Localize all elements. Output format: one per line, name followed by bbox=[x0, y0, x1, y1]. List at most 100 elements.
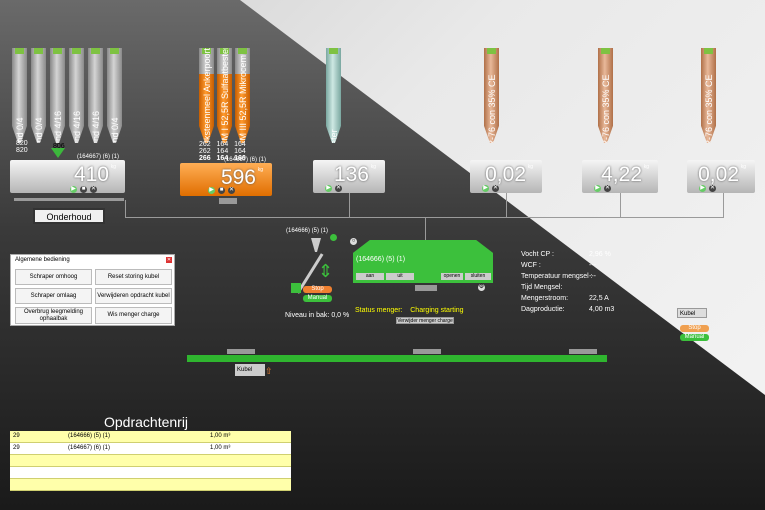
stat-value: 2,96 % bbox=[589, 251, 611, 258]
close-icon[interactable]: ✕ bbox=[604, 185, 611, 192]
silo-status-tag bbox=[329, 48, 338, 54]
play-icon[interactable]: ▶ bbox=[699, 185, 706, 192]
clear-mixer-charge-button[interactable]: Wis menger charge bbox=[95, 307, 172, 324]
silo-aggregate-3[interactable]: Grind 4/16 bbox=[50, 48, 65, 143]
kubel-car-label: Kubel bbox=[237, 367, 253, 373]
table-row[interactable]: 29(164666) (5) (1)1,00 m³ bbox=[10, 431, 291, 443]
aggregate-value-a: 820 bbox=[16, 140, 28, 147]
close-icon[interactable]: ✕ bbox=[228, 187, 235, 194]
silo-status-tag bbox=[110, 48, 119, 54]
cement-weigher-display[interactable]: (164667) (6) (1) 596 kg ▶ ■ ✕ bbox=[180, 157, 272, 196]
cement-value: 262 bbox=[199, 148, 211, 155]
skip-hopper-icon bbox=[311, 238, 321, 252]
silo-aggregate-6[interactable]: Zand 0/4 bbox=[107, 48, 122, 143]
kubel-stop-button[interactable]: Stop bbox=[680, 325, 709, 332]
cement-valve[interactable] bbox=[219, 198, 237, 204]
additive-1-unit: kg bbox=[527, 164, 533, 170]
silo-empty-part bbox=[235, 48, 250, 74]
track-marker bbox=[413, 349, 441, 354]
kubel-car[interactable]: Kubel bbox=[235, 364, 265, 376]
additive-1-value: 0,02 bbox=[485, 163, 526, 186]
mixer-on-button[interactable]: aan bbox=[356, 273, 384, 280]
skip-status-icon bbox=[330, 234, 337, 241]
reset-kubel-button[interactable]: Reset storing kubel bbox=[95, 269, 172, 285]
silo-cement-3[interactable]: CEM III 52,5R Mikrocem bbox=[235, 48, 250, 143]
pipe bbox=[723, 193, 724, 217]
onderhoud-button[interactable]: Onderhoud bbox=[33, 208, 105, 224]
kubel-track bbox=[187, 355, 607, 362]
water-weigher-unit: kg bbox=[370, 164, 376, 170]
silo-additive-1[interactable]: HR-76 con 35% CE bbox=[484, 48, 499, 143]
remove-kubel-order-button[interactable]: Verwijderen opdracht kubel bbox=[95, 288, 172, 304]
skip-bucket[interactable] bbox=[291, 283, 301, 293]
water-weigher-value: 136 bbox=[333, 163, 369, 186]
close-icon[interactable]: ✕ bbox=[492, 185, 499, 192]
skip-level-value: 0,0 % bbox=[331, 312, 350, 319]
silo-empty-part bbox=[199, 48, 214, 74]
stat-value: 22,5 A bbox=[589, 295, 609, 302]
table-row[interactable] bbox=[10, 455, 291, 467]
cement-value: 164 bbox=[216, 155, 229, 162]
kubel-manual-button[interactable]: Manual bbox=[680, 334, 709, 341]
silo-cement-1[interactable]: Kalksteenmeel Ankerpoort bbox=[199, 48, 214, 143]
stop-icon[interactable]: ■ bbox=[80, 186, 87, 193]
silo-aggregate-4[interactable]: Grind 4/16 bbox=[69, 48, 84, 143]
scraper-down-button[interactable]: Schraper omlaag bbox=[15, 288, 92, 304]
additive-2-display[interactable]: 4,22 kg ▶ ✕ bbox=[582, 160, 658, 193]
skip-stop-button[interactable]: Stop bbox=[303, 286, 332, 293]
table-row[interactable]: 29(164667) (6) (1)1,00 m³ bbox=[10, 443, 291, 455]
silo-status-tag bbox=[34, 48, 43, 54]
additive-1-display[interactable]: 0,02 kg ▶ ✕ bbox=[470, 160, 542, 193]
skip-manual-button[interactable]: Manual bbox=[303, 295, 332, 302]
pipe-right bbox=[425, 217, 724, 218]
aggregate-weigher-display[interactable]: (164667) (6) (1) 410 kg ▶ ■ ✕ bbox=[10, 154, 125, 193]
bypass-empty-button[interactable]: Overbrug leegmelding ophaalbak bbox=[15, 307, 92, 324]
silo-additive-3[interactable]: HR-76 con 35% CE bbox=[701, 48, 716, 143]
silo-status-tag bbox=[238, 48, 247, 54]
silo-cement-2[interactable]: CEM I 52,5R Sulfaatbestendig bbox=[217, 48, 232, 143]
stop-icon[interactable]: ■ bbox=[218, 187, 225, 194]
order-queue: 29(164666) (5) (1)1,00 m³ 29(164667) (6)… bbox=[10, 431, 291, 491]
play-icon[interactable]: ▶ bbox=[208, 187, 215, 194]
close-icon[interactable]: ✕ bbox=[166, 257, 172, 263]
aggregate-weigher-unit: kg bbox=[110, 164, 116, 170]
skip-level: Niveau in bak: 0,0 % bbox=[285, 312, 349, 319]
queue-qty: 1,00 m³ bbox=[210, 433, 231, 439]
silo-status-tag bbox=[72, 48, 81, 54]
scraper-up-button[interactable]: Schraper omhoog bbox=[15, 269, 92, 285]
mixer-open-button[interactable]: openen bbox=[441, 273, 463, 280]
silo-status-tag bbox=[487, 48, 496, 54]
play-icon[interactable]: ▶ bbox=[594, 185, 601, 192]
cement-value: 164 bbox=[234, 141, 246, 148]
close-icon[interactable]: ✕ bbox=[90, 186, 97, 193]
mixer-gear-icon[interactable]: ⚙ bbox=[478, 284, 485, 291]
silo-aggregate-5[interactable]: Grind 4/16 bbox=[88, 48, 103, 143]
stat-label: Mengerstroom: bbox=[521, 295, 569, 302]
water-weigher-display[interactable]: 136 kg ▶ ✕ bbox=[313, 160, 385, 193]
silo-water[interactable]: Water bbox=[326, 48, 341, 143]
mixer-status-label: Status menger: bbox=[355, 307, 403, 314]
play-icon[interactable]: ▶ bbox=[482, 185, 489, 192]
pipe bbox=[349, 193, 350, 217]
queue-no: 29 bbox=[13, 445, 20, 451]
additive-3-display[interactable]: 0,02 kg ▶ ✕ bbox=[687, 160, 755, 193]
kubel-widget[interactable]: Kubel bbox=[677, 308, 707, 318]
silo-aggregate-1[interactable]: Zand 0/4 bbox=[12, 48, 27, 143]
mixer-discharge-valve[interactable] bbox=[415, 285, 437, 291]
mixer-off-button[interactable]: uit bbox=[386, 273, 414, 280]
close-icon[interactable]: ✕ bbox=[709, 185, 716, 192]
table-row[interactable] bbox=[10, 467, 291, 479]
silo-aggregate-2[interactable]: Zand 0/4 bbox=[31, 48, 46, 143]
silo-additive-2[interactable]: HR-76 con 35% CE bbox=[598, 48, 613, 143]
table-row[interactable] bbox=[10, 479, 291, 491]
close-icon[interactable]: ✕ bbox=[335, 185, 342, 192]
mixer-body[interactable]: (164666) (5) (1) aan uit openen sluiten bbox=[353, 240, 493, 283]
pipe-left bbox=[125, 217, 425, 218]
remove-mixer-charge-button[interactable]: Verwijder menger charge bbox=[396, 317, 454, 324]
mixer-close-button[interactable]: sluiten bbox=[465, 273, 491, 280]
additive-3-value: 0,02 bbox=[698, 163, 739, 186]
mixer-code: (164666) (5) (1) bbox=[356, 256, 406, 263]
play-icon[interactable]: ▶ bbox=[325, 185, 332, 192]
play-icon[interactable]: ▶ bbox=[70, 186, 77, 193]
cement-value-row2: 262 164 164 bbox=[199, 148, 246, 156]
